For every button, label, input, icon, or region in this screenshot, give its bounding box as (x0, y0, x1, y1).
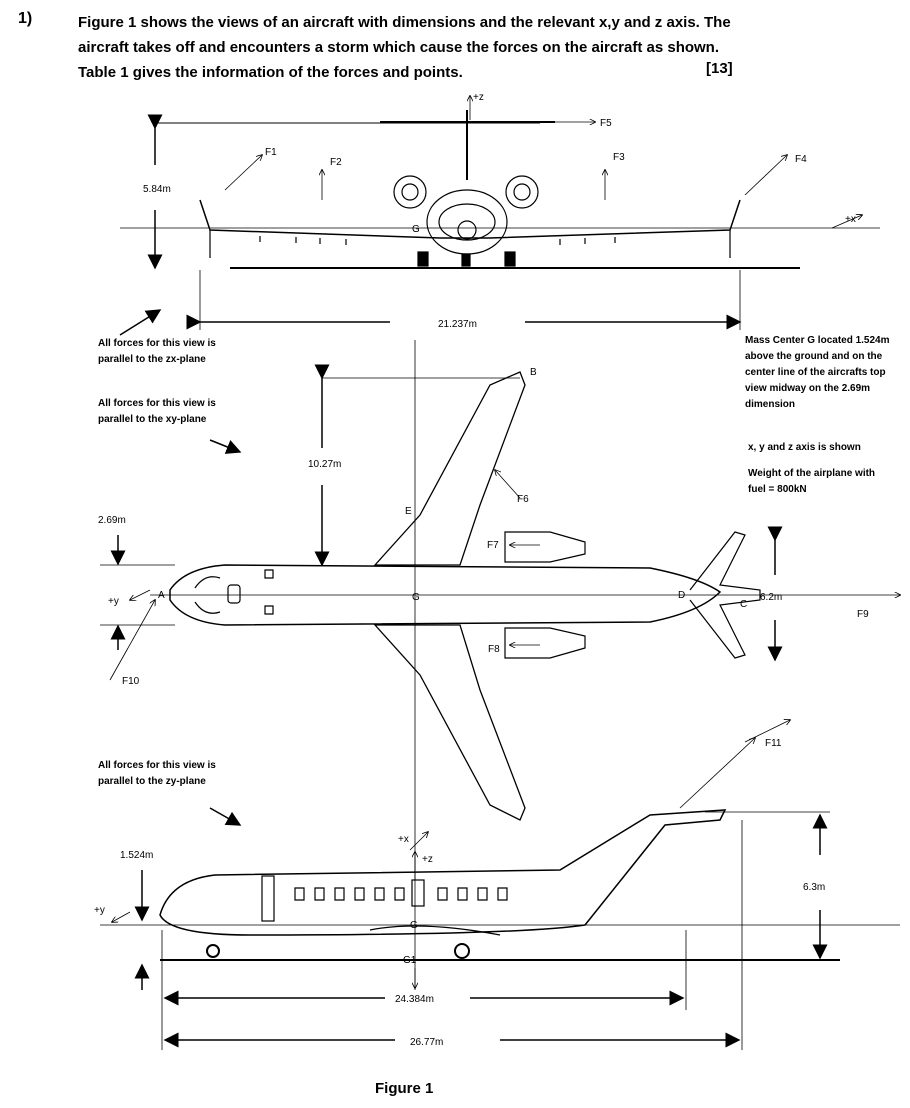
axis-plus-x-side: +x (398, 834, 409, 845)
force-f8: F8 (488, 644, 500, 655)
marks: [13] (706, 60, 733, 77)
dim-side-height-g: 1.524m (120, 850, 153, 861)
point-g-top: G (412, 592, 420, 603)
note-xy-plane: All forces for this view is parallel to … (98, 398, 216, 425)
force-f6: F6 (517, 494, 529, 505)
stem-line-2: aircraft takes off and encounters a stor… (78, 39, 720, 56)
point-d: D (678, 590, 685, 601)
dim-tail-height: 6.3m (803, 882, 825, 893)
dim-half-span: 10.27m (308, 459, 341, 470)
axis-plus-y-top: +y (108, 596, 119, 607)
force-f10: F10 (122, 676, 140, 687)
stem-line-1: Figure 1 shows the views of an aircraft … (78, 14, 731, 31)
force-f7: F7 (487, 540, 499, 551)
force-f4: F4 (795, 154, 807, 165)
dim-wingspan: 21.237m (438, 319, 477, 330)
dim-length-total: 26.77m (410, 1037, 443, 1048)
note-zy-plane: All forces for this view is parallel to … (98, 760, 216, 787)
force-f1: F1 (265, 147, 277, 158)
dim-tail-span: 6.2m (760, 592, 782, 603)
top-view (100, 340, 900, 880)
note-zx-plane: All forces for this view is parallel to … (98, 338, 216, 365)
axis-plus-z-front: +z (473, 92, 484, 103)
point-e: E (405, 506, 412, 517)
note-mass-center: Mass Center G located 1.524m above the g… (745, 335, 890, 410)
dim-front-height: 5.84m (143, 184, 171, 195)
point-g-front: G (412, 224, 420, 235)
point-b: B (530, 367, 537, 378)
point-c: C (740, 599, 747, 610)
dim-fuselage-width: 2.69m (98, 515, 126, 526)
dim-length-g1: 24.384m (395, 994, 434, 1005)
force-f11: F11 (765, 738, 782, 749)
note-weight: Weight of the airplane with fuel = 800kN (748, 468, 876, 495)
axis-plus-y-side: +y (94, 905, 105, 916)
force-f2: F2 (330, 157, 342, 168)
figure-caption: Figure 1 (375, 1080, 434, 1097)
question-stem: Figure 1 shows the views of an aircraft … (78, 10, 838, 85)
stem-line-3: Table 1 gives the information of the for… (78, 64, 463, 81)
front-view (119, 96, 880, 336)
note-axes: x, y and z axis is shown (748, 442, 861, 453)
force-f3: F3 (613, 152, 625, 163)
point-g-side: G (410, 920, 418, 931)
side-view (100, 738, 900, 1050)
question-number: 1) (18, 10, 33, 27)
axis-plus-z-side: +z (422, 854, 433, 865)
force-f9: F9 (857, 609, 869, 620)
point-a: A (158, 590, 165, 601)
labels: 5.84m 21.237m 10.27m 2.69m 6.2m 1.524m 6… (94, 92, 869, 1048)
axis-plus-x-front: +x (845, 214, 856, 225)
force-f5: F5 (600, 118, 612, 129)
point-g1: G1 (403, 955, 417, 966)
